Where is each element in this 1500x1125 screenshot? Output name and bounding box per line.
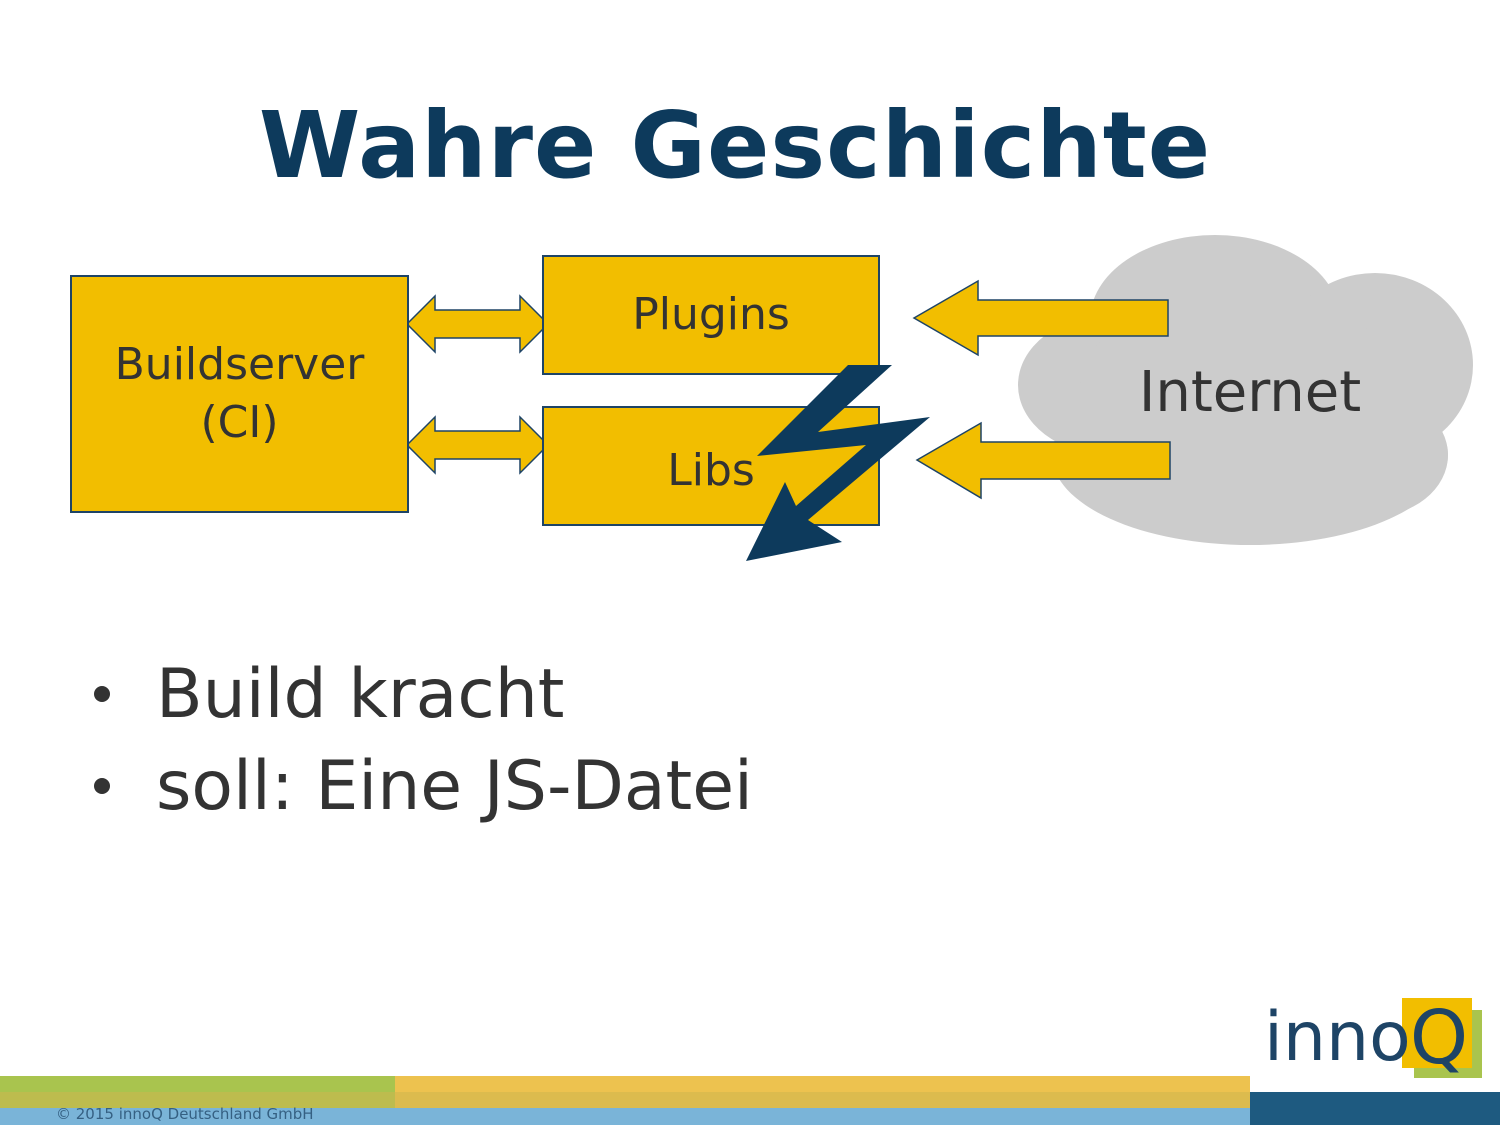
bullet-icon <box>94 778 110 794</box>
libs-box: Libs <box>542 406 880 526</box>
plugins-label: Plugins <box>632 289 790 340</box>
bullet-item: Build kracht <box>88 648 753 740</box>
footer-bars <box>0 1076 1500 1125</box>
slide-title: Wahre Geschichte <box>258 92 1212 199</box>
double-arrow-plugins <box>405 294 550 354</box>
logo-text: inno <box>1264 998 1411 1077</box>
buildserver-label: Buildserver <box>114 339 365 390</box>
buildserver-sublabel: (CI) <box>200 397 279 448</box>
bullet-icon <box>94 686 110 702</box>
bullet-list: Build kracht soll: Eine JS-Datei <box>88 648 753 832</box>
bullet-item: soll: Eine JS-Datei <box>88 740 753 832</box>
buildserver-box: Buildserver (CI) <box>70 275 409 513</box>
plugins-box: Plugins <box>542 255 880 375</box>
internet-cloud <box>1018 235 1473 545</box>
copyright-text: © 2015 innoQ Deutschland GmbH <box>56 1105 314 1123</box>
logo-q-background <box>1402 998 1472 1068</box>
arrow-internet-to-plugins <box>912 279 1169 357</box>
arrow-internet-to-libs <box>915 421 1171 500</box>
libs-label: Libs <box>667 445 755 496</box>
logo-q: Q <box>1409 995 1469 1081</box>
bullet-text: Build kracht <box>156 654 565 734</box>
internet-label: Internet <box>1138 360 1362 425</box>
double-arrow-libs <box>405 415 550 475</box>
bullet-text: soll: Eine JS-Datei <box>156 746 753 826</box>
